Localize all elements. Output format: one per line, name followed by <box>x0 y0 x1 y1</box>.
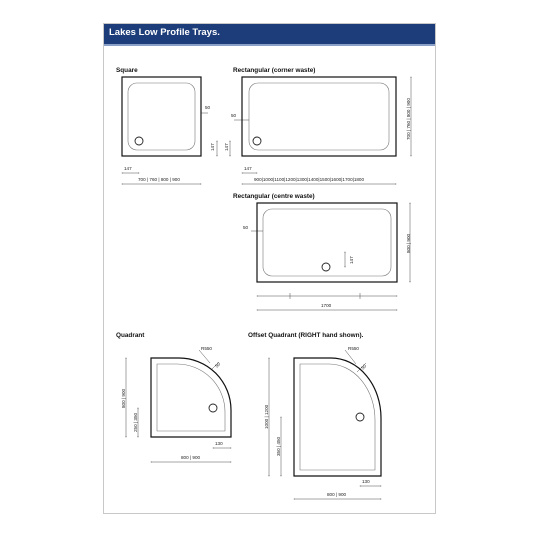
offset-quadrant-tray-drawing: Offset Quadrant (RIGHT hand shown). R550… <box>248 332 382 500</box>
quadrant-dim-width: 800 | 900 <box>181 455 201 460</box>
rect-centre-tray-outline <box>256 202 398 283</box>
offset-quadrant-waste-icon <box>355 412 365 422</box>
square-dim-width: 700 | 760 | 800 | 900 <box>138 177 180 182</box>
quadrant-tray-outline <box>150 357 232 438</box>
rect-centre-tray-basin <box>262 208 392 277</box>
offset-quadrant-dim-line <box>344 349 357 365</box>
offset-quadrant-dim-radius: R550 <box>348 346 359 351</box>
quadrant-dim-line <box>198 349 211 364</box>
quadrant-waste-icon <box>208 403 218 413</box>
rect-corner-tray-drawing: Rectangular (corner waste) 50 147 700 | … <box>224 67 412 185</box>
quadrant-tray-drawing: Quadrant R550 50 800 | 900 250 | 350 130… <box>116 332 232 463</box>
offset-quadrant-dim-line <box>356 362 367 373</box>
offset-quadrant-tray-outline <box>293 357 382 477</box>
rect-corner-tray-basin <box>248 82 390 151</box>
square-tray-drawing: Square 50 147 147 700 | 760 | 800 | 900 <box>116 67 218 185</box>
rect-corner-waste-icon <box>252 136 262 146</box>
offset-quadrant-tray-basin <box>299 363 376 471</box>
offset-quadrant-dim-inner: 50 <box>360 363 367 370</box>
rect-centre-label: Rectangular (centre waste) <box>233 193 315 200</box>
rect-corner-dim-bottom-left: 147 <box>244 166 252 171</box>
quadrant-dim-left: 800 | 900 <box>121 388 126 408</box>
rect-corner-dim-width: 900|1000|1100|1200|1300|1400|1500|1600|1… <box>254 177 364 182</box>
quadrant-dim-waste-v: 250 | 350 <box>133 412 138 432</box>
square-label: Square <box>116 67 138 74</box>
rect-centre-dim-waste: 147 <box>349 256 354 264</box>
square-waste-icon <box>134 136 144 146</box>
rect-corner-dim-side: 147 <box>224 143 229 151</box>
square-dim-side: 147 <box>210 143 215 151</box>
square-tray-basin <box>127 82 196 151</box>
rect-centre-dim-width: 1700 <box>321 303 332 308</box>
quadrant-dim-inner: 50 <box>214 361 221 368</box>
title-banner: Lakes Low Profile Trays. <box>104 24 435 44</box>
rect-corner-dim-inner: 50 <box>231 113 237 118</box>
rect-corner-dim-right: 700 | 760 | 800 | 900 <box>406 98 411 140</box>
offset-quadrant-dim-width: 800 | 900 <box>327 492 347 497</box>
square-tray-outline <box>121 76 202 157</box>
page-title: Lakes Low Profile Trays. <box>109 27 220 38</box>
rect-corner-label: Rectangular (corner waste) <box>233 67 315 74</box>
quadrant-dim-radius: R550 <box>201 346 212 351</box>
rect-corner-tray-outline <box>241 76 397 157</box>
offset-quadrant-dim-waste-v: 350 | 450 <box>276 436 281 456</box>
quadrant-dim-waste-h: 130 <box>215 441 223 446</box>
quadrant-dim-line <box>210 361 220 371</box>
rect-centre-dim-right: 800 | 900 <box>406 233 411 253</box>
rect-centre-waste-icon <box>321 262 331 272</box>
square-dim-right: 50 <box>205 105 211 110</box>
quadrant-label: Quadrant <box>116 332 145 339</box>
rect-centre-tray-drawing: Rectangular (centre waste) 50 147 800 | … <box>233 193 411 311</box>
banner-underline <box>104 44 435 46</box>
offset-quadrant-dim-waste-h: 130 <box>362 479 370 484</box>
quadrant-tray-basin <box>156 363 226 432</box>
offset-quadrant-label: Offset Quadrant (RIGHT hand shown). <box>248 332 364 339</box>
rect-centre-dim-inner: 50 <box>243 225 249 230</box>
offset-quadrant-dim-left: 1000 | 1200 <box>264 404 269 429</box>
square-dim-bottom-left: 147 <box>124 166 132 171</box>
